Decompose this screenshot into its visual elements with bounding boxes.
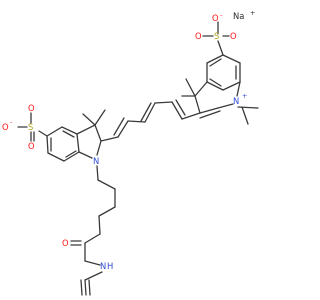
amide-hydrogen: H	[107, 261, 113, 271]
amide-nitrogen: N	[100, 261, 106, 271]
so3-top-sulfur: S	[214, 31, 219, 41]
sodium-label: Na	[233, 11, 244, 21]
so3-top-oxygen-charge: -	[220, 11, 223, 19]
so3-left-oxygen-top: O	[28, 103, 35, 113]
so3-left-oxygen-bottom: O	[28, 141, 35, 151]
so3-top-oxygen-right: O	[230, 31, 237, 41]
indolium-nitrogen: N	[233, 96, 239, 106]
so3-top-oxygen-left: O	[195, 31, 202, 41]
amide-oxygen: O	[62, 238, 69, 248]
so3-top-oxygen-upper: O	[212, 13, 219, 23]
atom-labels: Na + O - O S O N + N O - S O O O N H	[2, 9, 255, 271]
so3-left-oxygen-charge: -	[10, 118, 13, 126]
so3-left-oxygen: O	[2, 122, 9, 132]
bonds	[17, 21, 259, 296]
so3-left-sulfur: S	[28, 122, 33, 132]
indolium-charge: +	[242, 92, 247, 100]
sodium-charge: +	[250, 9, 255, 17]
indoline-nitrogen: N	[93, 156, 99, 166]
molecule-structure: Na + O - O S O N + N O - S O O O N H	[2, 9, 259, 296]
